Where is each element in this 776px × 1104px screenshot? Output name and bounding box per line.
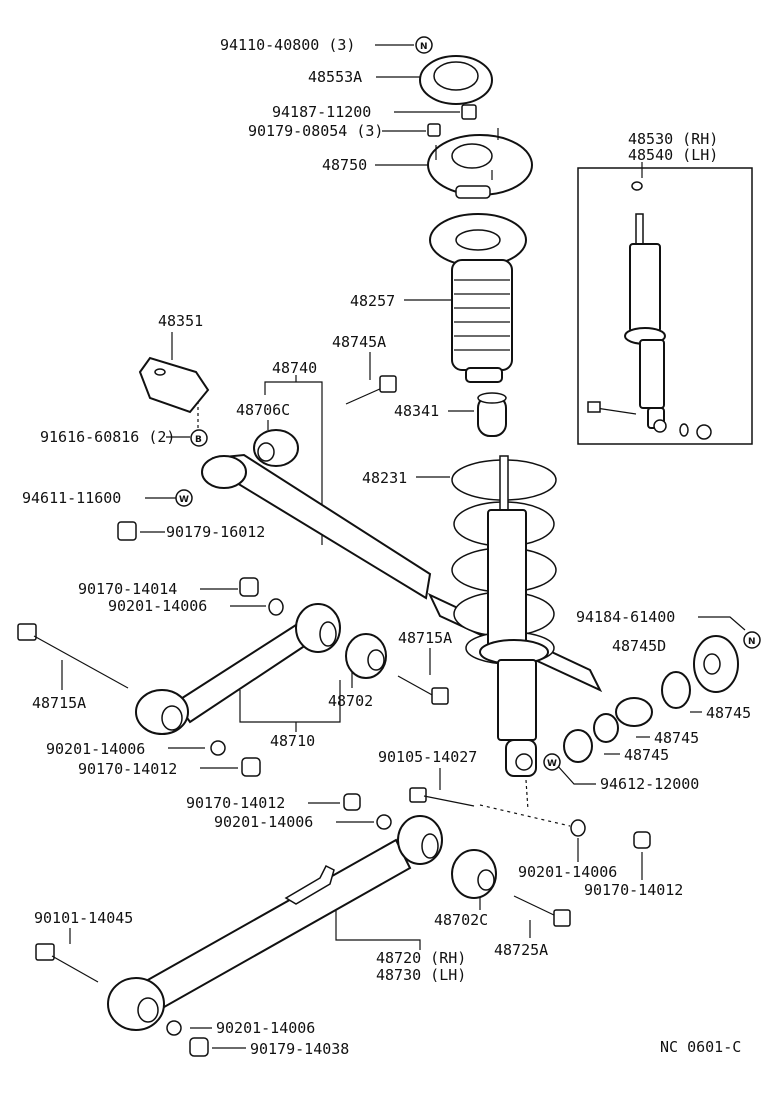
label-94184-61400[interactable]: 94184-61400 (576, 608, 675, 626)
bolt-48725a[interactable] (513, 895, 571, 927)
label-48351[interactable]: 48351 (158, 312, 203, 330)
nut-90170-14014[interactable] (239, 577, 259, 597)
washer-90201-14006-e[interactable] (166, 1020, 182, 1036)
lower-arm-48720[interactable] (107, 815, 443, 1031)
nut-90179-16012[interactable] (117, 521, 137, 541)
label-48750[interactable]: 48750 (322, 156, 367, 174)
diagram-code: NC 0601-C (660, 1038, 741, 1056)
label-48553a[interactable]: 48553A (308, 68, 362, 86)
label-90179-08054[interactable]: 90179-08054 (3) (248, 122, 383, 140)
washer-90201-14006-a[interactable] (268, 598, 284, 616)
bolt-91616-60816[interactable]: B (190, 429, 208, 447)
label-48745-a[interactable]: 48745 (706, 704, 751, 722)
label-48706c[interactable]: 48706C (236, 401, 290, 419)
label-91616-60816[interactable]: 91616-60816 (2) (40, 428, 175, 446)
label-90201-14006-b[interactable]: 90201-14006 (46, 740, 145, 758)
upper-arm-48710[interactable] (135, 603, 341, 735)
label-90179-14038[interactable]: 90179-14038 (250, 1040, 349, 1058)
washer-90201-14006-c[interactable] (376, 814, 392, 830)
label-48257[interactable]: 48257 (350, 292, 395, 310)
support-48553a[interactable] (419, 55, 493, 105)
washer-90201-14006-b[interactable] (210, 740, 226, 756)
bracket-48351[interactable] (138, 356, 210, 414)
shock-absorber-body[interactable] (479, 455, 549, 777)
label-48745-b[interactable]: 48745 (654, 729, 699, 747)
bolt-90105-14027[interactable] (409, 787, 475, 807)
label-48540-lh[interactable]: 48540 (LH) (628, 146, 718, 164)
label-90201-14006-d[interactable]: 90201-14006 (518, 863, 617, 881)
label-90105-14027[interactable]: 90105-14027 (378, 748, 477, 766)
label-48702c[interactable]: 48702C (434, 911, 488, 929)
bumper-48257[interactable] (429, 213, 527, 383)
bolt-90101-14045[interactable] (35, 943, 99, 983)
washer-90201-14006-d[interactable] (570, 819, 586, 837)
cushion-48745-b[interactable] (593, 713, 619, 743)
label-90179-16012[interactable]: 90179-16012 (166, 523, 265, 541)
label-48715a-right[interactable]: 48715A (398, 629, 452, 647)
bushing-48702c[interactable] (451, 849, 497, 899)
label-48715a-left[interactable]: 48715A (32, 694, 86, 712)
label-90201-14006-c[interactable]: 90201-14006 (214, 813, 313, 831)
nut-90170-14012-b[interactable] (343, 793, 361, 811)
label-90201-14006-e[interactable]: 90201-14006 (216, 1019, 315, 1037)
label-48745-c[interactable]: 48745 (624, 746, 669, 764)
label-48730-lh[interactable]: 48730 (LH) (376, 966, 466, 984)
label-48341[interactable]: 48341 (394, 402, 439, 420)
cushion-48745d[interactable] (693, 635, 739, 693)
cushion-48745-a[interactable] (661, 671, 691, 709)
bushing-48706c[interactable] (253, 429, 299, 467)
part-labels: 94110-40800 (3) 48553A 94187-11200 90179… (22, 36, 751, 1058)
label-90170-14012-b[interactable]: 90170-14012 (186, 794, 285, 812)
label-48745d[interactable]: 48745D (612, 637, 666, 655)
label-90170-14012-a[interactable]: 90170-14012 (78, 760, 177, 778)
washer-94611-11600[interactable]: W (175, 489, 193, 507)
cushion-48745-c[interactable] (563, 729, 593, 763)
label-48710[interactable]: 48710 (270, 732, 315, 750)
label-94612-12000[interactable]: 94612-12000 (600, 775, 699, 793)
label-94611-11600[interactable]: 94611-11600 (22, 489, 121, 507)
label-90201-14006-a[interactable]: 90201-14006 (108, 597, 207, 615)
bushing-48702[interactable] (345, 633, 387, 679)
label-90170-14012-c[interactable]: 90170-14012 (584, 881, 683, 899)
label-48725a[interactable]: 48725A (494, 941, 548, 959)
nut-90170-14012-a[interactable] (241, 757, 261, 777)
bolt-48745a[interactable] (345, 375, 397, 405)
svg-text:N: N (420, 42, 428, 52)
svg-text:W: W (547, 759, 557, 769)
label-48720-rh[interactable]: 48720 (RH) (376, 949, 466, 967)
svg-text:B: B (195, 435, 202, 445)
bumper-48341[interactable] (477, 392, 507, 437)
bolt-48715a-left[interactable] (17, 623, 129, 689)
washer-94110-40800[interactable]: N (415, 36, 433, 54)
label-48530-rh[interactable]: 48530 (RH) (628, 130, 718, 148)
label-48740[interactable]: 48740 (272, 359, 317, 377)
nut-94187-11200[interactable] (461, 104, 477, 120)
shock-absorber-assembly[interactable] (577, 162, 753, 445)
label-48702[interactable]: 48702 (328, 692, 373, 710)
label-90101-14045[interactable]: 90101-14045 (34, 909, 133, 927)
label-94110-40800[interactable]: 94110-40800 (3) (220, 36, 355, 54)
lateral-rod-48740[interactable] (201, 453, 653, 727)
svg-text:N: N (748, 637, 756, 647)
label-94187-11200[interactable]: 94187-11200 (272, 103, 371, 121)
washer-94612-12000[interactable]: W (543, 753, 561, 771)
nut-90179-08054[interactable] (427, 123, 441, 137)
label-48745a[interactable]: 48745A (332, 333, 386, 351)
nut-90179-14038[interactable] (189, 1037, 209, 1057)
label-90170-14014[interactable]: 90170-14014 (78, 580, 177, 598)
svg-text:W: W (179, 495, 189, 505)
bolt-48715a-right[interactable] (397, 675, 449, 705)
nut-90170-14012-c[interactable] (633, 831, 651, 849)
support-48750[interactable] (427, 128, 533, 199)
washer-94184-61400[interactable]: N (743, 631, 761, 649)
label-48231[interactable]: 48231 (362, 469, 407, 487)
